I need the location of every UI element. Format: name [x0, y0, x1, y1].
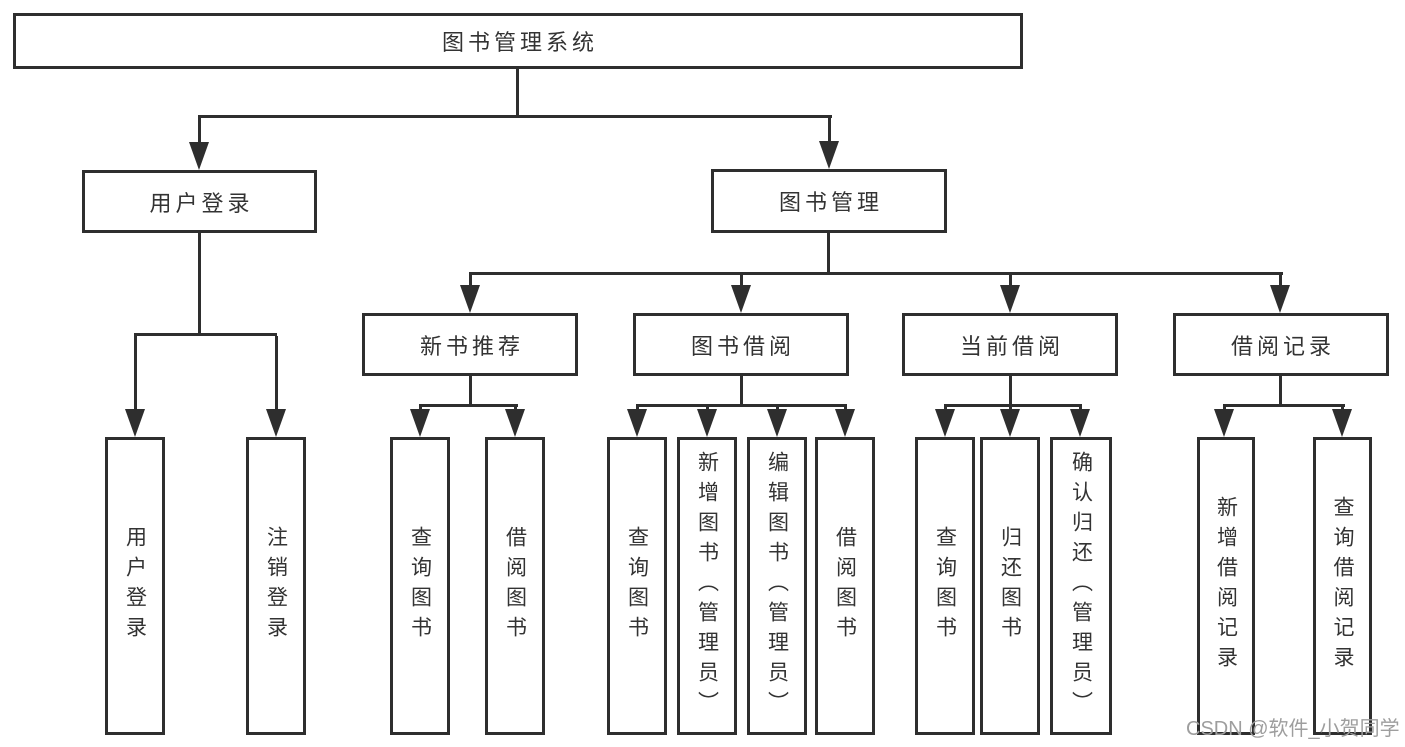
arrow-to-book-management: [819, 141, 839, 169]
leaf-query-borrow-record: 查询借阅记录: [1313, 437, 1372, 735]
connector-new-book-recommend-trunk: [469, 376, 472, 406]
leaf-query-borrow-record-label: 查询借阅记录: [1331, 496, 1354, 676]
arrow-to-new-book-recommend: [460, 285, 480, 313]
node-root-label: 图书管理系统: [441, 30, 598, 55]
connector-level2-rail: [198, 115, 832, 118]
connector-level3-rail: [469, 272, 1283, 275]
leaf-borrow-book-recommend-label: 借阅图书: [503, 526, 527, 646]
node-book-management: 图书管理: [711, 169, 947, 233]
arrow-to-leaf-query-book-rec: [410, 409, 430, 437]
connector-stem-book-management: [828, 118, 831, 143]
node-book-management-label: 图书管理: [778, 190, 883, 215]
leaf-edit-book-admin: 编辑图书（管理员）: [747, 437, 807, 735]
connector-user-login-trunk: [198, 233, 201, 335]
node-user-login-label: 用户登录: [149, 190, 254, 216]
leaf-user-login-label: 用户登录: [123, 526, 147, 646]
arrow-to-borrow-records: [1270, 285, 1290, 313]
connector-current-borrow-rail: [944, 404, 1082, 407]
connector-borrow-records-rail: [1223, 404, 1345, 407]
connector-stem-book-borrow: [740, 275, 743, 287]
arrow-to-leaf-borrow-book: [835, 409, 855, 437]
csdn-watermark: CSDN @软件_小贺同学: [1186, 718, 1400, 740]
arrow-to-leaf-logout: [266, 409, 286, 437]
connector-new-book-recommend-rail: [419, 404, 518, 407]
arrow-to-leaf-query-record: [1332, 409, 1352, 437]
connector-stem-leaf-user-login: [134, 336, 137, 410]
leaf-return-book: 归还图书: [980, 437, 1040, 735]
node-book-borrow-label: 图书借阅: [690, 333, 795, 359]
node-book-borrow: 图书借阅: [633, 313, 849, 376]
leaf-borrow-book-label: 借阅图书: [833, 526, 857, 646]
arrow-to-leaf-query-book-borrow: [627, 409, 647, 437]
leaf-add-book-admin-label: 新增图书（管理员）: [695, 451, 719, 721]
leaf-query-book-borrow-label: 查询图书: [625, 526, 649, 646]
connector-stem-user-login: [198, 118, 201, 144]
node-user-login: 用户登录: [82, 170, 317, 233]
leaf-borrow-book-recommend: 借阅图书: [485, 437, 545, 735]
arrow-to-leaf-add-record: [1214, 409, 1234, 437]
arrow-to-leaf-user-login: [125, 409, 145, 437]
node-root: 图书管理系统: [13, 13, 1023, 69]
connector-current-borrow-trunk: [1009, 376, 1012, 406]
leaf-query-book-recommend: 查询图书: [390, 437, 450, 735]
arrow-to-leaf-query-book-current: [935, 409, 955, 437]
leaf-logout-login-label: 注销登录: [264, 526, 288, 646]
node-new-book-recommend: 新书推荐: [362, 313, 578, 376]
node-borrow-records-label: 借阅记录: [1230, 333, 1335, 359]
node-current-borrow: 当前借阅: [902, 313, 1118, 376]
connector-book-borrow-rail: [636, 404, 847, 407]
arrow-to-leaf-edit-book: [767, 409, 787, 437]
node-current-borrow-label: 当前借阅: [959, 333, 1064, 359]
connector-root-trunk: [516, 69, 519, 118]
arrow-to-user-login: [189, 142, 209, 170]
leaf-borrow-book: 借阅图书: [815, 437, 875, 735]
leaf-query-book-current: 查询图书: [915, 437, 975, 735]
connector-stem-borrow-records: [1279, 275, 1282, 287]
leaf-add-book-admin: 新增图书（管理员）: [677, 437, 737, 735]
connector-user-login-rail: [134, 333, 277, 336]
leaf-return-book-label: 归还图书: [998, 526, 1022, 646]
leaf-query-book-current-label: 查询图书: [933, 526, 957, 646]
leaf-query-book-recommend-label: 查询图书: [408, 526, 432, 646]
connector-stem-new-book-recommend: [469, 275, 472, 287]
connector-book-borrow-trunk: [740, 376, 743, 406]
leaf-edit-book-admin-label: 编辑图书（管理员）: [765, 451, 789, 721]
arrow-to-leaf-borrow-book-rec: [505, 409, 525, 437]
arrow-to-leaf-add-book: [697, 409, 717, 437]
arrow-to-book-borrow: [731, 285, 751, 313]
leaf-add-borrow-record: 新增借阅记录: [1197, 437, 1255, 735]
connector-stem-current-borrow: [1009, 275, 1012, 287]
leaf-query-book-borrow: 查询图书: [607, 437, 667, 735]
arrow-to-current-borrow: [1000, 285, 1020, 313]
node-borrow-records: 借阅记录: [1173, 313, 1389, 376]
leaf-confirm-return-admin-label: 确认归还（管理员）: [1069, 451, 1093, 721]
leaf-confirm-return-admin: 确认归还（管理员）: [1050, 437, 1112, 735]
connector-book-management-trunk: [827, 233, 830, 274]
leaf-logout-login: 注销登录: [246, 437, 306, 735]
leaf-user-login: 用户登录: [105, 437, 165, 735]
connector-stem-leaf-logout: [275, 336, 278, 410]
leaf-add-borrow-record-label: 新增借阅记录: [1214, 496, 1238, 676]
node-new-book-recommend-label: 新书推荐: [419, 333, 524, 359]
connector-borrow-records-trunk: [1279, 376, 1282, 406]
arrow-to-leaf-confirm-return: [1070, 409, 1090, 437]
arrow-to-leaf-return-book: [1000, 409, 1020, 437]
